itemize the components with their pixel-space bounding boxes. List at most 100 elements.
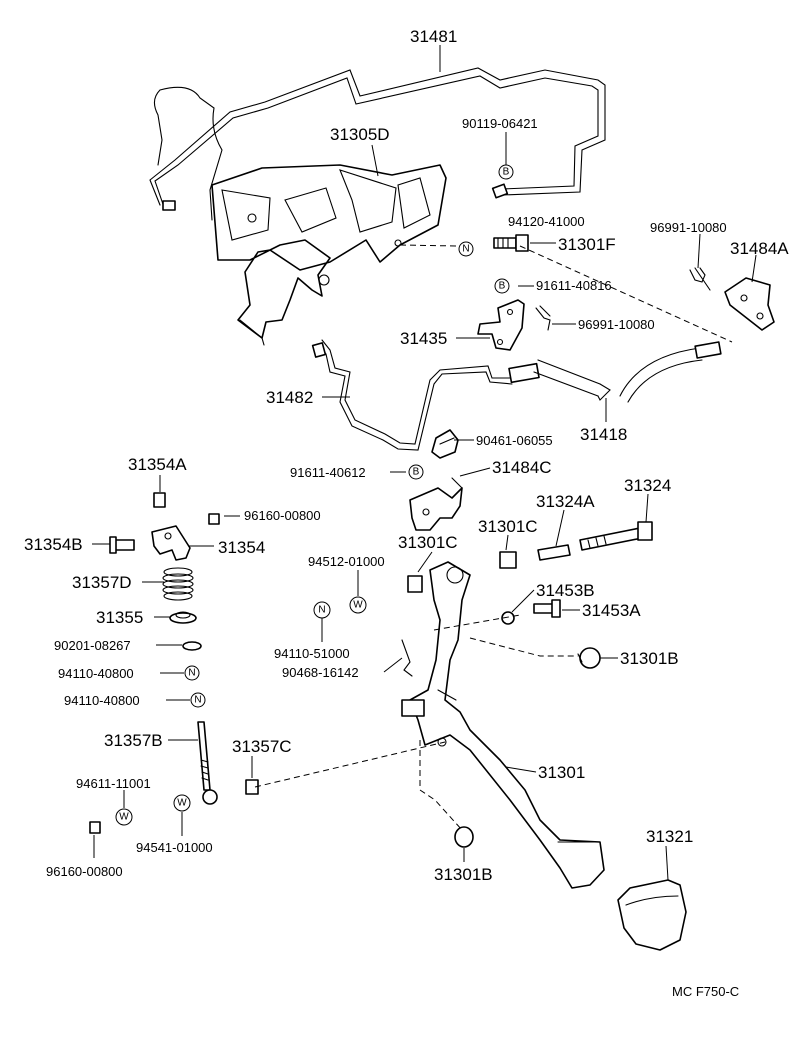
- label-31301F: 31301F: [558, 235, 616, 254]
- label-31357C: 31357C: [232, 737, 292, 756]
- label-31484A: 31484A: [730, 239, 789, 258]
- label-31484C: 31484C: [492, 458, 552, 477]
- symbol-b-90119: B: [498, 164, 514, 180]
- stopper-31301B-bottom: [454, 826, 474, 848]
- dash-31301F: [399, 244, 459, 247]
- svg-text:W: W: [119, 812, 129, 823]
- washer-90201: [182, 641, 202, 651]
- label-94110-40800-a: 94110-40800: [58, 666, 134, 681]
- bracket-31435: [477, 299, 525, 351]
- label-94110-51000: 94110-51000: [274, 646, 350, 661]
- seat-31355: [169, 611, 197, 624]
- spring-31357D: [162, 567, 194, 601]
- symbol-w-94541: W: [173, 794, 191, 812]
- assembly-dashes: [254, 614, 578, 831]
- svg-text:N: N: [462, 244, 469, 255]
- symbol-n-94110-c: N: [313, 601, 331, 619]
- bracket-31354: [151, 525, 191, 561]
- label-94541-01000: 94541-01000: [136, 840, 213, 855]
- bushing-31357C: [245, 779, 259, 795]
- label-31418: 31418: [580, 425, 627, 444]
- label-90201-08267: 90201-08267: [54, 638, 131, 653]
- label-94120-41000: 94120-41000: [508, 214, 585, 229]
- label-31301C-right: 31301C: [478, 517, 538, 536]
- label-31435: 31435: [400, 329, 447, 348]
- label-31324A: 31324A: [536, 492, 595, 511]
- label-31301: 31301: [538, 763, 585, 782]
- svg-text:B: B: [499, 281, 506, 292]
- label-31321: 31321: [646, 827, 693, 846]
- pedal-arm-31301: [401, 561, 605, 889]
- label-31305D: 31305D: [330, 125, 390, 144]
- label-91611-40816: 91611-40816: [536, 278, 612, 293]
- bracket-31484C: [409, 477, 463, 531]
- pin-31354B: [109, 536, 135, 554]
- leader-lines: [92, 45, 757, 881]
- clip-96160-upper: [208, 513, 220, 525]
- rod-31357B: [197, 721, 218, 805]
- bushings-31301C: [407, 551, 517, 593]
- nut-31354A: [153, 492, 166, 508]
- label-96991-10080-upper: 96991-10080: [650, 220, 727, 235]
- firewall-outline: [153, 86, 223, 221]
- label-31355: 31355: [96, 608, 143, 627]
- hose-31418: [508, 341, 722, 403]
- symbol-w-94611: W: [115, 808, 133, 826]
- bolt-31324: [579, 521, 653, 551]
- label-31354A: 31354A: [128, 455, 187, 474]
- label-31482: 31482: [266, 388, 313, 407]
- svg-text:W: W: [353, 600, 363, 611]
- clevis-pin-31301F: [493, 234, 529, 252]
- label-31481: 31481: [410, 27, 457, 46]
- label-96991-10080-middle: 96991-10080: [578, 317, 655, 332]
- label-31354B: 31354B: [24, 535, 83, 554]
- label-90468-16142: 90468-16142: [282, 665, 359, 680]
- fitting-90119: [491, 183, 509, 199]
- clip-90468: [401, 639, 413, 677]
- svg-text:N: N: [188, 668, 195, 679]
- collar-31324A: [537, 544, 571, 561]
- pedal-bracket-31305D: [211, 164, 447, 346]
- clip-96991-upper: [689, 267, 711, 291]
- label-31357D: 31357D: [72, 573, 132, 592]
- pipe-31482: [311, 339, 513, 451]
- nut-31453B: [501, 611, 515, 625]
- label-96160-00800-lower: 96160-00800: [46, 864, 123, 879]
- symbol-n-94110-a: N: [184, 665, 200, 681]
- pipe-fitting-left: [162, 200, 176, 211]
- label-31453A: 31453A: [582, 601, 641, 620]
- label-31354: 31354: [218, 538, 265, 557]
- bracket-31484A: [724, 277, 775, 331]
- label-90119-06421: 90119-06421: [462, 116, 538, 131]
- label-94611-11001: 94611-11001: [76, 776, 151, 791]
- label-91611-40612: 91611-40612: [290, 465, 366, 480]
- label-31357B: 31357B: [104, 731, 163, 750]
- svg-text:B: B: [413, 467, 420, 478]
- symbol-b-91611-upper: B: [494, 278, 510, 294]
- stopper-31301B-right: [577, 647, 601, 669]
- dash-pipe-to-31484A: [519, 245, 733, 343]
- diagram-code: MC F750-C: [672, 984, 739, 999]
- svg-text:N: N: [194, 695, 201, 706]
- symbol-w-94512: W: [349, 596, 367, 614]
- svg-text:W: W: [177, 798, 187, 809]
- clip-90461: [431, 429, 459, 459]
- label-31301B-right: 31301B: [620, 649, 679, 668]
- svg-text:B: B: [503, 167, 510, 178]
- clip-96160-lower: [89, 821, 101, 834]
- symbol-n-94120: N: [458, 241, 474, 257]
- symbol-n-94110-b: N: [190, 692, 206, 708]
- label-31301B-bottom: 31301B: [434, 865, 493, 884]
- pedal-pad-31321: [617, 879, 687, 951]
- label-31301C-left: 31301C: [398, 533, 458, 552]
- label-96160-00800-upper: 96160-00800: [244, 508, 321, 523]
- label-90461-06055: 90461-06055: [476, 433, 553, 448]
- label-31453B: 31453B: [536, 581, 595, 600]
- bolt-31453A: [533, 599, 561, 618]
- label-31324: 31324: [624, 476, 671, 495]
- symbol-b-91611-lower: B: [408, 464, 424, 480]
- clip-96991-middle: [535, 305, 551, 331]
- svg-text:N: N: [318, 605, 325, 616]
- pipe-31481: [149, 67, 606, 211]
